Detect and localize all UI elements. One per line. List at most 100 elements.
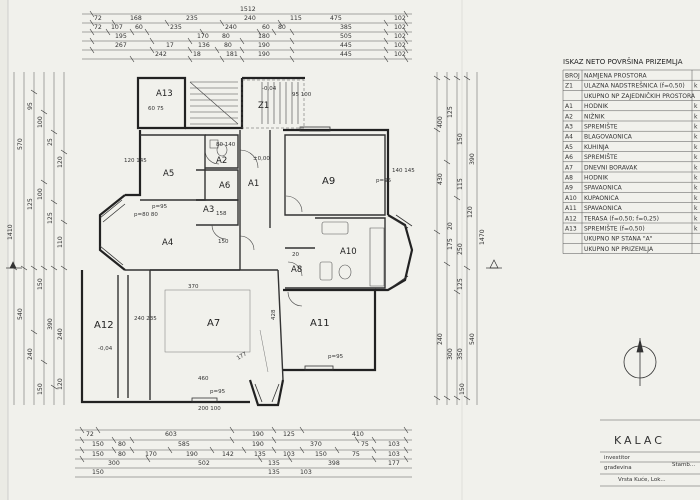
top-dim-r2-2: 60 (135, 24, 143, 31)
top-dim-r5-2: 181 (226, 51, 238, 58)
room-label-a13: A13 (156, 89, 173, 99)
a7-bottom-p95: p=95 (210, 389, 226, 395)
top-dim-r3-5: 102 (394, 33, 406, 40)
left-dim-row-4: 100 (37, 188, 44, 200)
top-dim-r5-5: 102 (394, 51, 406, 58)
a7-width-bottom: 460 (198, 376, 209, 382)
level-a1: ±0,00 (253, 156, 270, 162)
title-line-2: građevina (604, 465, 632, 471)
room-label-a10: A10 (340, 247, 357, 257)
section-marker-right (486, 259, 502, 269)
bottom-dim-r1-2: 190 (252, 431, 264, 438)
area-table-row-value: k (694, 124, 698, 131)
left-dimension-lines (13, 72, 65, 405)
top-dim-r2-4: 240 (225, 24, 237, 31)
top-dim-r1-1: 168 (130, 15, 142, 22)
top-dim-r3-2: 80 (222, 33, 230, 40)
top-dim-r5-1: 18 (193, 51, 201, 58)
left-dimension-ticks (10, 89, 68, 390)
right-dimension-ticks (433, 75, 471, 401)
area-table-row-value: k (694, 83, 698, 90)
area-table-row-no: Z1 (565, 83, 573, 90)
a8-dim: 20 (292, 252, 299, 258)
left-dim-row-7: 125 (27, 198, 34, 210)
top-dim-r5-4: 445 (340, 51, 352, 58)
bottom-dim-r3-9: 103 (388, 451, 400, 458)
bottom-dim-r5-1: 135 (268, 469, 280, 476)
top-dim-r2-6: 80 (278, 24, 286, 31)
area-table-row-no: A5 (565, 144, 573, 151)
area-table-row-name: ULAZNA NADSTREŠNICA (f=0,50) (584, 83, 685, 90)
right-dim-outer-0: 1470 (479, 229, 486, 245)
top-dim-r4-1: 17 (166, 42, 174, 49)
a5-dim: 120 145 (124, 158, 147, 164)
bottom-dim-r3-7: 150 (315, 451, 327, 458)
bottom-dim-r1-3: 125 (283, 431, 295, 438)
a3-dim: 158 (216, 211, 227, 217)
title-brand: KALAC (614, 434, 665, 447)
top-dim-r2-8: 102 (394, 24, 406, 31)
right-dim-row-1: 150 (457, 133, 464, 145)
left-dim-inner-0: 570 (17, 138, 24, 150)
area-table-row-name: HODNIK (584, 175, 609, 182)
interior-walls (117, 130, 386, 400)
area-table-row-name: KUHINJA (584, 144, 610, 151)
bottom-dim-r3-5: 135 (254, 451, 266, 458)
stairs (189, 81, 299, 125)
north-arrow (623, 338, 657, 386)
bottom-dim-r3-4: 142 (222, 451, 234, 458)
area-table-row-value: k (694, 103, 698, 110)
bottom-dim-r3-3: 190 (186, 451, 198, 458)
a7-door-dim: 200 100 (198, 406, 221, 412)
left-dim-row-1: 100 (37, 116, 44, 128)
a7-height: 428 (271, 309, 277, 320)
exterior-walls (80, 76, 414, 407)
a4-width: 150 (218, 239, 229, 245)
room-label-a5: A5 (163, 169, 174, 179)
right-dim-outer-1: 390 (469, 153, 476, 165)
bottom-dim-r3-0: 150 (92, 451, 104, 458)
bottom-dim-r2-5: 75 (361, 441, 369, 448)
top-dim-r4-6: 102 (394, 42, 406, 49)
room-label-a11: A11 (310, 318, 330, 329)
area-table-row-name: BLAGOVAONICA (584, 134, 633, 141)
area-table-row-name: UKUPNO NP STANA "A" (584, 236, 653, 243)
right-dim-row-3: 20 (447, 222, 454, 230)
bottom-dim-r3-6: 103 (283, 451, 295, 458)
bottom-dim-r5-0: 150 (92, 469, 104, 476)
level-z1: -0,04 (262, 86, 277, 92)
room-label-a1: A1 (248, 179, 259, 189)
area-table-header-no: BROJ (565, 73, 580, 80)
bottom-dimension-lines (75, 429, 412, 478)
top-dimension-ticks (89, 10, 409, 63)
right-dim-row-7: 400 (437, 116, 444, 128)
top-dim-r2-0: 72 (94, 24, 102, 31)
a11-p95: p=95 (328, 354, 344, 360)
right-dimension-labels: 1470 390 540 150 430 175 250 125 240 125… (437, 106, 486, 395)
area-table-title: ISKAZ NETO POVRŠINA PRIZEMLJA (563, 57, 683, 66)
a4-p80: p=80 80 (134, 212, 158, 218)
doors (204, 149, 303, 307)
left-dim-inner-2: 240 (57, 328, 64, 340)
left-dim-outer-0: 1410 (7, 224, 14, 240)
area-table-row-value: k (694, 175, 698, 182)
paper-sheet (8, 0, 700, 500)
area-table-row-name: UKUPNO NP PRIZEMLJA (584, 246, 654, 253)
area-table-row-name: SPREMIŠTE (f=0,50) (584, 226, 645, 233)
level-a12: -0,04 (98, 346, 113, 352)
section-marker-left (6, 261, 22, 269)
room-label-a2: A2 (216, 156, 227, 166)
bottom-dim-r3-1: 80 (118, 451, 126, 458)
area-table-row-value: k (694, 154, 698, 161)
top-dim-r3-4: 505 (340, 33, 352, 40)
top-dim-r5-0: 242 (155, 51, 167, 58)
left-dimension-labels: 1410 540 240 150 570 390 240 120 95 100 … (7, 102, 64, 395)
area-table-row-value: k (694, 205, 698, 212)
room-label-a8: A8 (291, 265, 302, 275)
area-table-row-name: TERASA (f=0,50; f=0,25) (583, 215, 659, 222)
bottom-dim-r2-3: 190 (252, 441, 264, 448)
top-dim-r4-2: 136 (198, 42, 210, 49)
top-dim-r2-3: 235 (170, 24, 182, 31)
